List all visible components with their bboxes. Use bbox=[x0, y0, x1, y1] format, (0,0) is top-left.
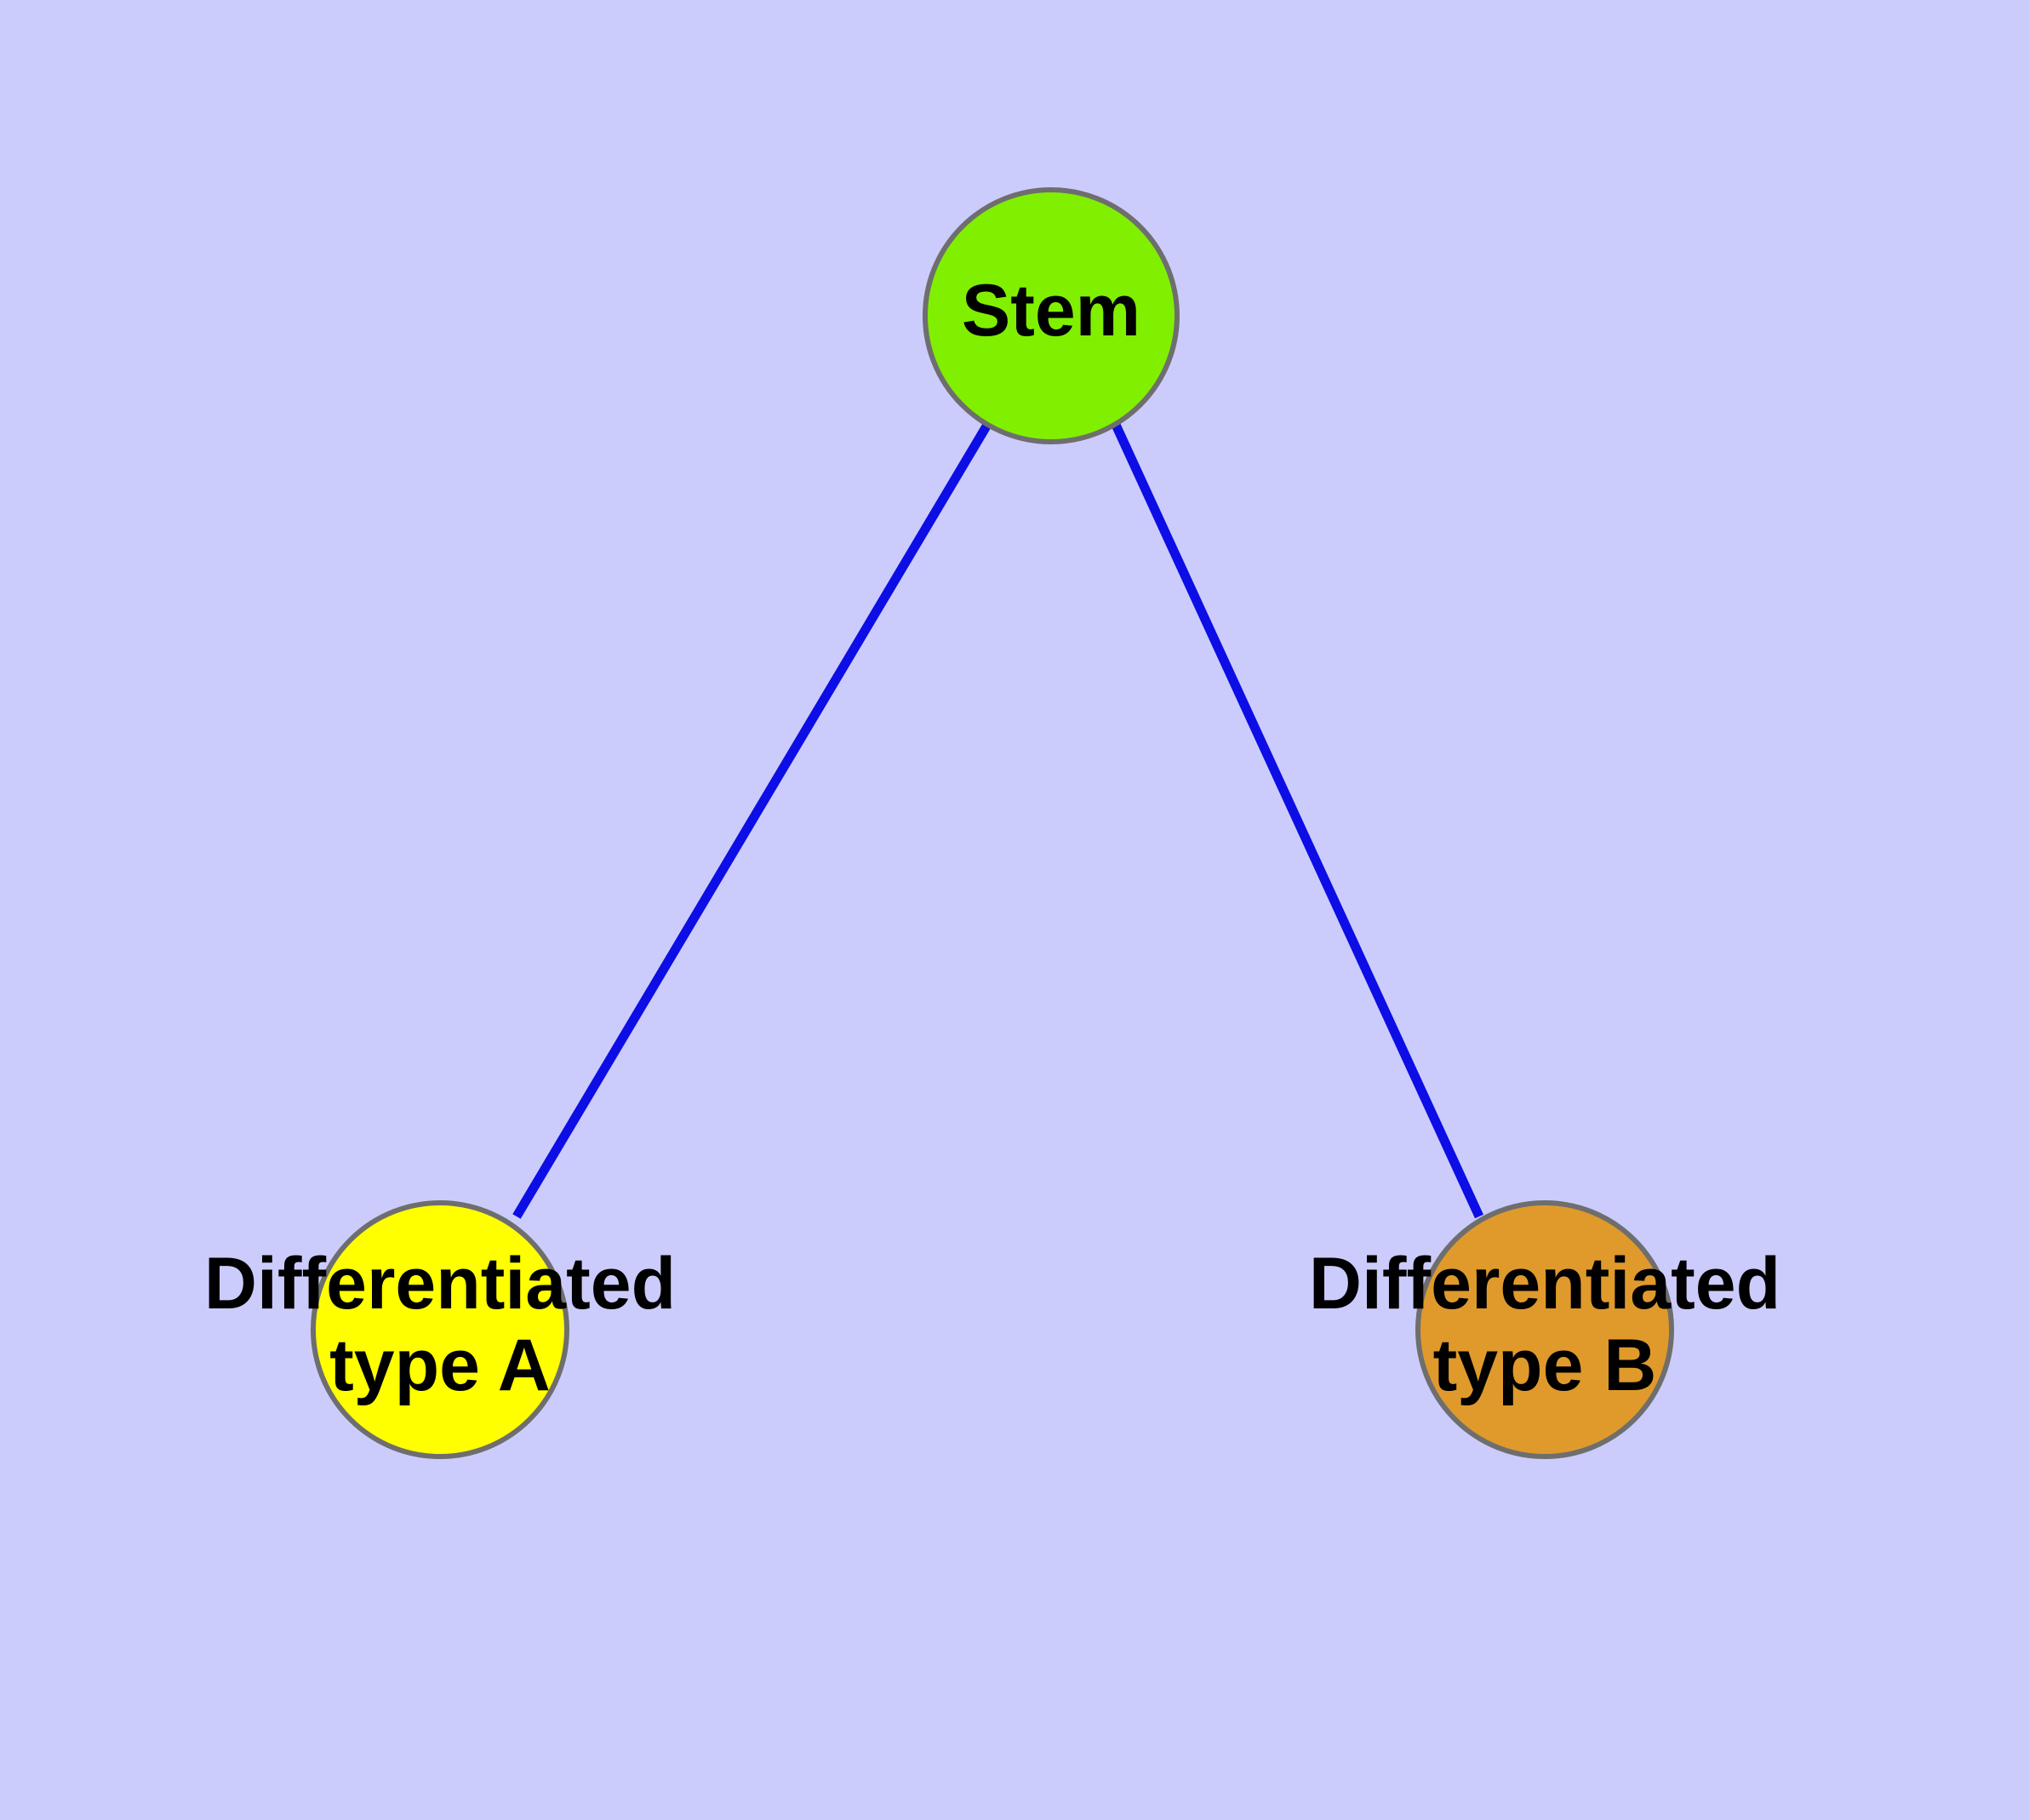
label-line: Differentiated bbox=[204, 1243, 676, 1325]
label-line: Stem bbox=[962, 270, 1140, 352]
edge-layer bbox=[512, 422, 1483, 1219]
edge-stem-to-differentiated-type-b[interactable] bbox=[1112, 422, 1483, 1219]
edge-stem-to-differentiated-type-a[interactable] bbox=[512, 422, 992, 1219]
label-line: type A bbox=[329, 1325, 551, 1406]
label-line: Differentiated bbox=[1309, 1243, 1780, 1325]
node-layer bbox=[311, 187, 1674, 1459]
node-differentiated-type-a-circle[interactable] bbox=[311, 1200, 569, 1459]
node-differentiated-type-a[interactable] bbox=[311, 1200, 569, 1459]
node-stem[interactable] bbox=[923, 187, 1180, 444]
node-differentiated-type-b-circle[interactable] bbox=[1415, 1200, 1674, 1459]
node-stem-label: Stem bbox=[962, 270, 1140, 352]
node-stem-circle[interactable] bbox=[923, 187, 1180, 444]
label-line: type B bbox=[1433, 1325, 1657, 1406]
node-differentiated-type-b[interactable] bbox=[1415, 1200, 1674, 1459]
